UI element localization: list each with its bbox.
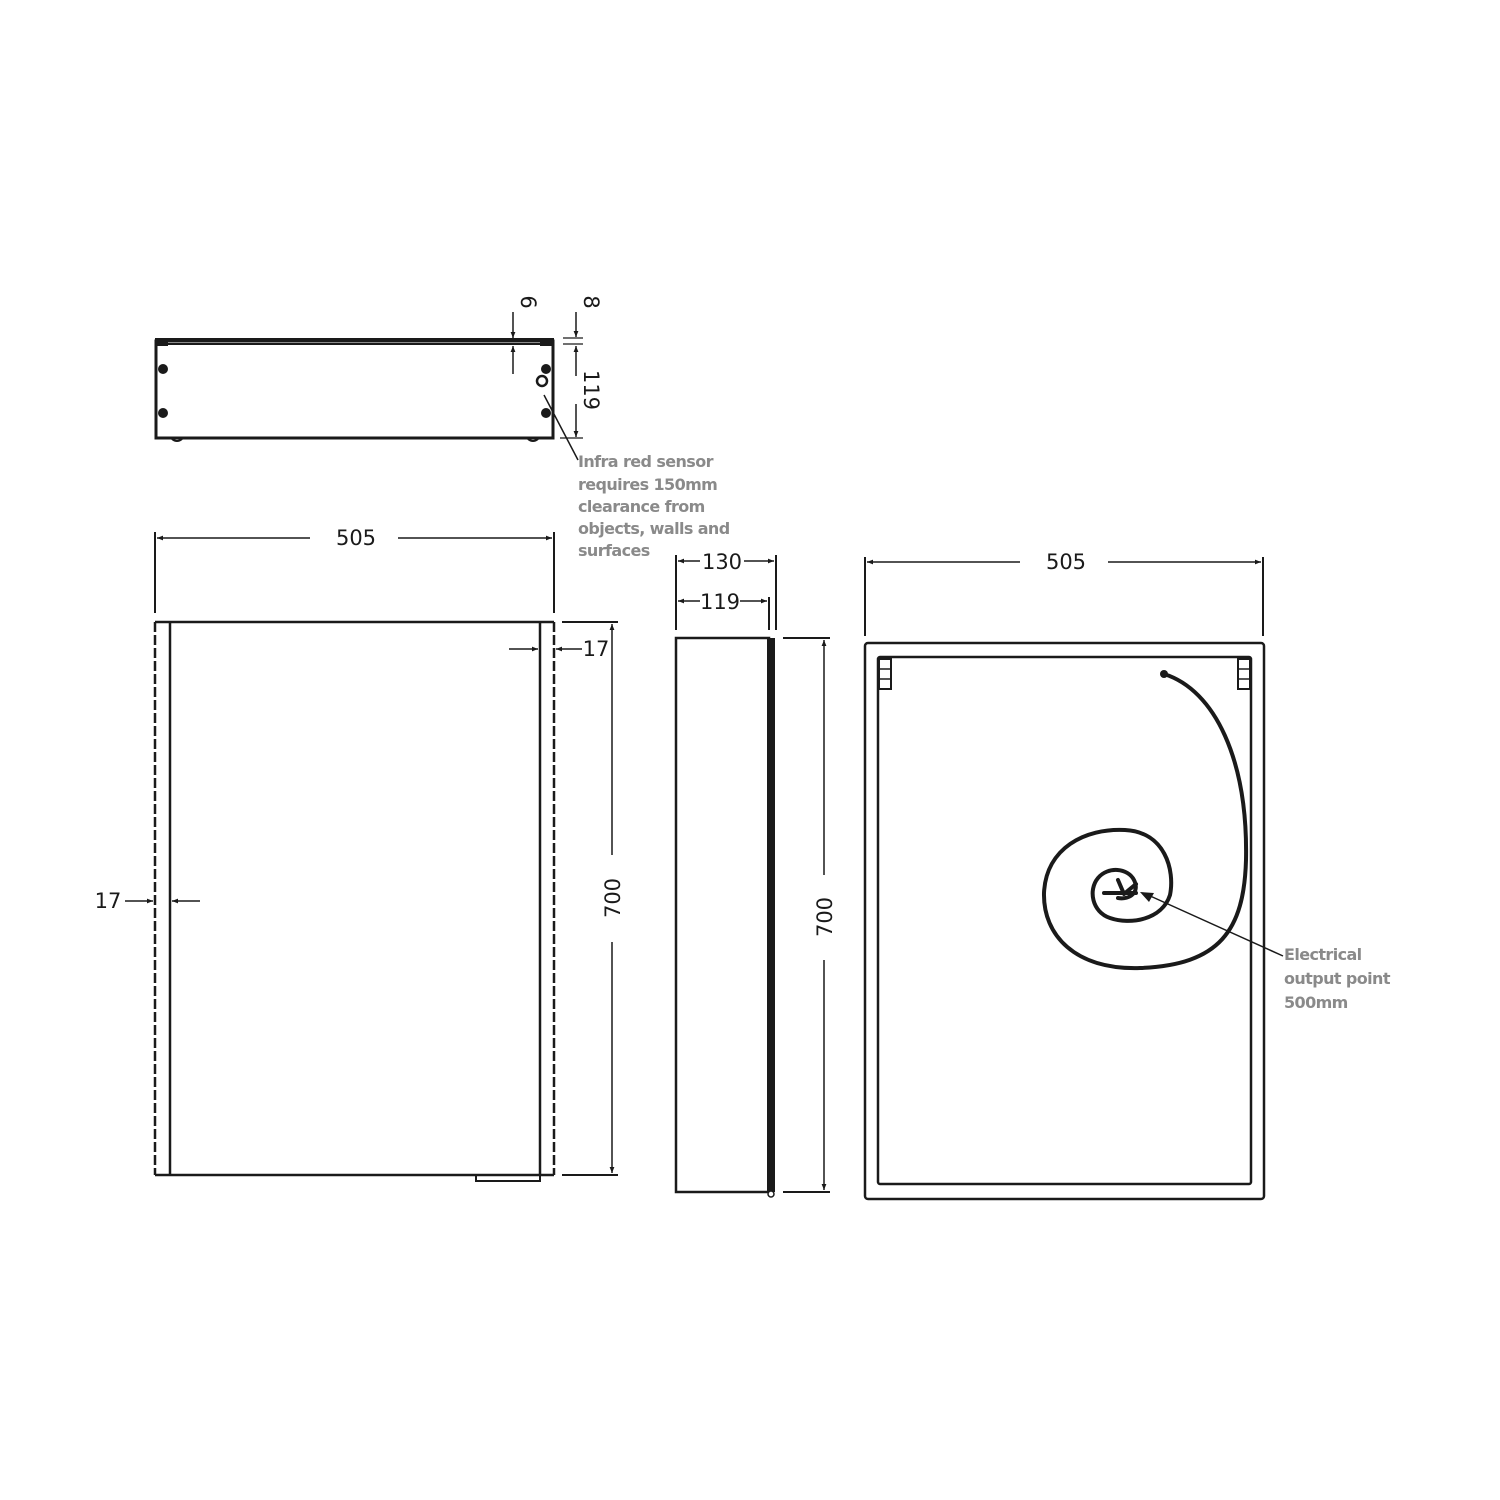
dim-right-strip: 17 [583,637,610,661]
svg-text:clearance from: clearance from [578,497,705,516]
bracket-icon [878,658,892,690]
dim-body-depth-side: 119 [700,590,740,614]
svg-text:output point: output point [1284,969,1391,988]
dim-height-side: 700 [813,897,837,937]
dim-width-rear: 505 [1046,550,1086,574]
bracket-icon [1237,658,1251,690]
side-view: 130 119 700 [674,550,837,1198]
svg-text:requires 150mm: requires 150mm [578,475,717,494]
sensor-icon [535,374,549,388]
dim-height-front: 700 [601,878,625,918]
dim-body-depth-top: 119 [579,370,603,410]
hinge-icon [158,364,168,374]
svg-text:Electrical: Electrical [1284,945,1362,964]
hinge-icon [541,408,551,418]
top-view: 6 8 119 [154,295,603,461]
dim-left-strip: 17 [95,889,122,913]
hinge-icon [158,408,168,418]
hinge-icon [541,364,551,374]
svg-text:Infra red sensor: Infra red sensor [578,452,714,471]
cable-coil-icon [1041,670,1249,971]
dim-glass-offset: 6 [516,295,540,308]
electrical-output-note: Electrical output point 500mm [1284,945,1391,1012]
svg-text:500mm: 500mm [1284,993,1348,1012]
front-view: 505 17 17 700 [95,526,625,1182]
rear-view: 505 [863,550,1284,1201]
dim-overall-depth: 130 [702,550,742,574]
infra-red-sensor-note: Infra red sensor requires 150mm clearanc… [578,452,730,560]
dim-door-thickness: 8 [579,295,603,308]
svg-text:surfaces: surfaces [578,541,650,560]
dim-width-front: 505 [336,526,376,550]
svg-text:objects, walls and: objects, walls and [578,519,730,538]
